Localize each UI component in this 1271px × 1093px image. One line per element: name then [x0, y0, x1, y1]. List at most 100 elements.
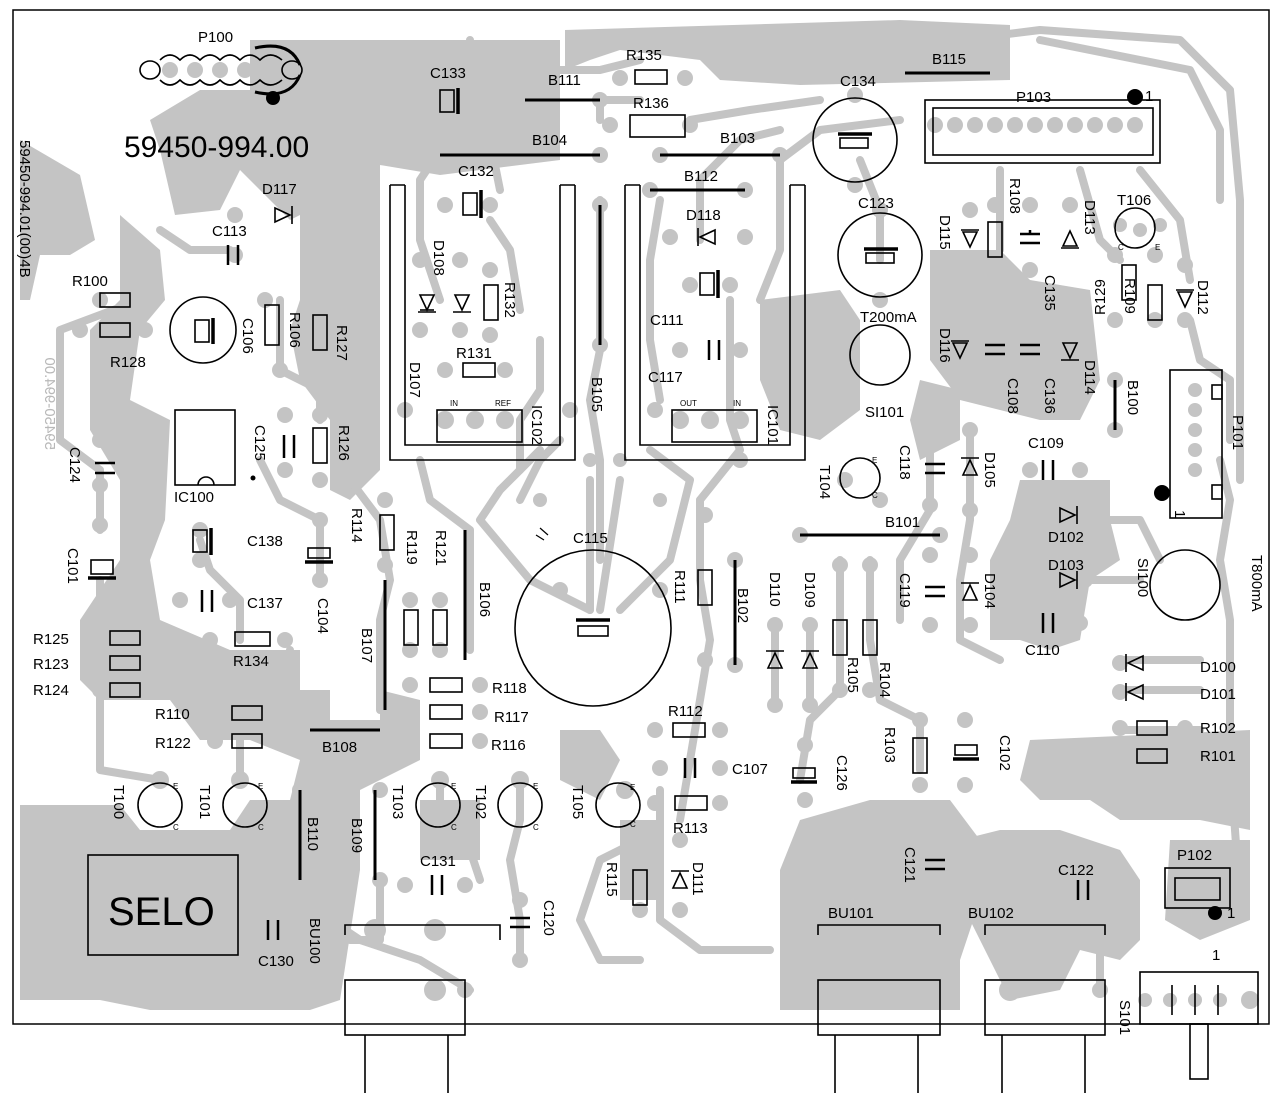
label-P100: P100: [198, 29, 233, 46]
label-R127: R127: [333, 325, 350, 361]
labels: 59450-994.00 59450-994.01(00)4B 59450-99…: [16, 29, 1265, 1035]
label-B111: B111: [548, 72, 581, 89]
label-C111: C111: [650, 312, 684, 329]
label-C119: C119: [896, 573, 913, 608]
label-C137: C137: [247, 595, 283, 612]
label-B109: B109: [348, 818, 365, 853]
label-R110: R110: [155, 706, 190, 723]
label-C133: C133: [430, 65, 466, 82]
label-B103: B103: [720, 130, 755, 147]
label-C132: C132: [458, 163, 494, 180]
label-C125: C125: [251, 425, 268, 461]
label-C122: C122: [1058, 862, 1094, 879]
label-C126: C126: [833, 755, 850, 791]
label-C102: C102: [996, 735, 1013, 771]
label-P102: P102: [1177, 847, 1212, 864]
label-IC102: IC102: [528, 405, 545, 445]
label-T104: T104: [816, 465, 833, 499]
label-SI101: SI101: [865, 404, 904, 421]
label-R119: R119: [403, 530, 420, 565]
label-R132: R132: [501, 282, 518, 318]
copper-layer: [20, 20, 1250, 1010]
part-number: 59450-994.00: [124, 131, 309, 164]
label-T200mA: T200mA: [860, 309, 917, 326]
label-C120: C120: [540, 900, 557, 936]
label-C106: C106: [239, 318, 256, 354]
label-D117: D117: [262, 181, 297, 198]
label-D115: D115: [936, 215, 953, 250]
label-R124: R124: [33, 682, 69, 699]
label-C104: C104: [314, 598, 331, 634]
label-D114: D114: [1081, 360, 1098, 395]
label-R121: R121: [432, 530, 449, 566]
label-T101: T101: [196, 785, 213, 819]
label-ic101-in: IN: [733, 399, 741, 408]
label-C124: C124: [66, 447, 83, 483]
t100-c: C: [173, 823, 179, 832]
label-R135: R135: [626, 47, 662, 64]
label-T102: T102: [472, 785, 489, 819]
label-T800mA: T800mA: [1248, 555, 1265, 612]
label-R101: R101: [1200, 748, 1236, 765]
wire-bridges: [298, 71, 1117, 880]
part-number-vertical: 59450-994.01(00)4B: [16, 140, 33, 278]
label-C109: C109: [1028, 435, 1064, 452]
label-D105: D105: [981, 452, 998, 488]
label-B107: B107: [358, 628, 375, 663]
label-B108: B108: [322, 739, 357, 756]
label-D102: D102: [1048, 529, 1084, 546]
label-R111: R111: [671, 570, 688, 604]
label-D112: D112: [1194, 280, 1211, 315]
label-B105: B105: [588, 377, 605, 412]
label-SI100: SI100: [1134, 558, 1151, 597]
label-S101-pin1: 1: [1212, 947, 1220, 964]
label-R116: R116: [491, 737, 526, 754]
label-R106: R106: [286, 312, 303, 348]
label-D110: D110: [766, 572, 783, 607]
t103-c: C: [451, 823, 457, 832]
label-P101-pin1: 1: [1171, 510, 1188, 518]
label-R112: R112: [668, 703, 703, 720]
label-R103: R103: [881, 727, 898, 763]
label-C123: C123: [858, 195, 894, 212]
t102-c: C: [533, 823, 539, 832]
label-R126: R126: [335, 425, 352, 461]
label-BU100: BU100: [306, 918, 323, 964]
label-R122: R122: [155, 735, 191, 752]
label-D108: D108: [430, 240, 447, 276]
label-B112: B112: [684, 168, 718, 185]
label-B102: B102: [734, 588, 751, 623]
label-C101: C101: [64, 548, 81, 584]
label-T104-c: C: [872, 491, 878, 500]
label-ic101-out: OUT: [680, 399, 697, 408]
label-C136: C136: [1041, 378, 1058, 414]
label-R102: R102: [1200, 720, 1236, 737]
label-D118: D118: [686, 207, 721, 224]
label-D104: D104: [981, 573, 998, 609]
label-T105: T105: [569, 785, 586, 819]
label-P102-pin1: 1: [1227, 905, 1235, 922]
t101-c: C: [258, 823, 264, 832]
label-R123: R123: [33, 656, 69, 673]
label-C117: C117: [648, 369, 683, 386]
label-T100: T100: [110, 785, 127, 819]
label-C121: C121: [901, 847, 918, 883]
label-R129: R129: [1092, 279, 1109, 315]
label-C107: C107: [732, 761, 768, 778]
label-C115: C115: [573, 530, 608, 547]
label-IC101: IC101: [764, 405, 781, 445]
label-R118: R118: [492, 680, 527, 697]
label-R117: R117: [494, 709, 529, 726]
label-D100: D100: [1200, 659, 1236, 676]
label-D109: D109: [801, 572, 818, 608]
t101-e: E: [258, 782, 263, 791]
label-C138: C138: [247, 533, 283, 550]
t100-e: E: [173, 782, 178, 791]
label-R134: R134: [233, 653, 269, 670]
label-D103: D103: [1048, 557, 1084, 574]
label-D113: D113: [1081, 200, 1098, 235]
label-B104: B104: [532, 132, 567, 149]
diodes: [274, 206, 1194, 889]
label-BU101: BU101: [828, 905, 874, 922]
